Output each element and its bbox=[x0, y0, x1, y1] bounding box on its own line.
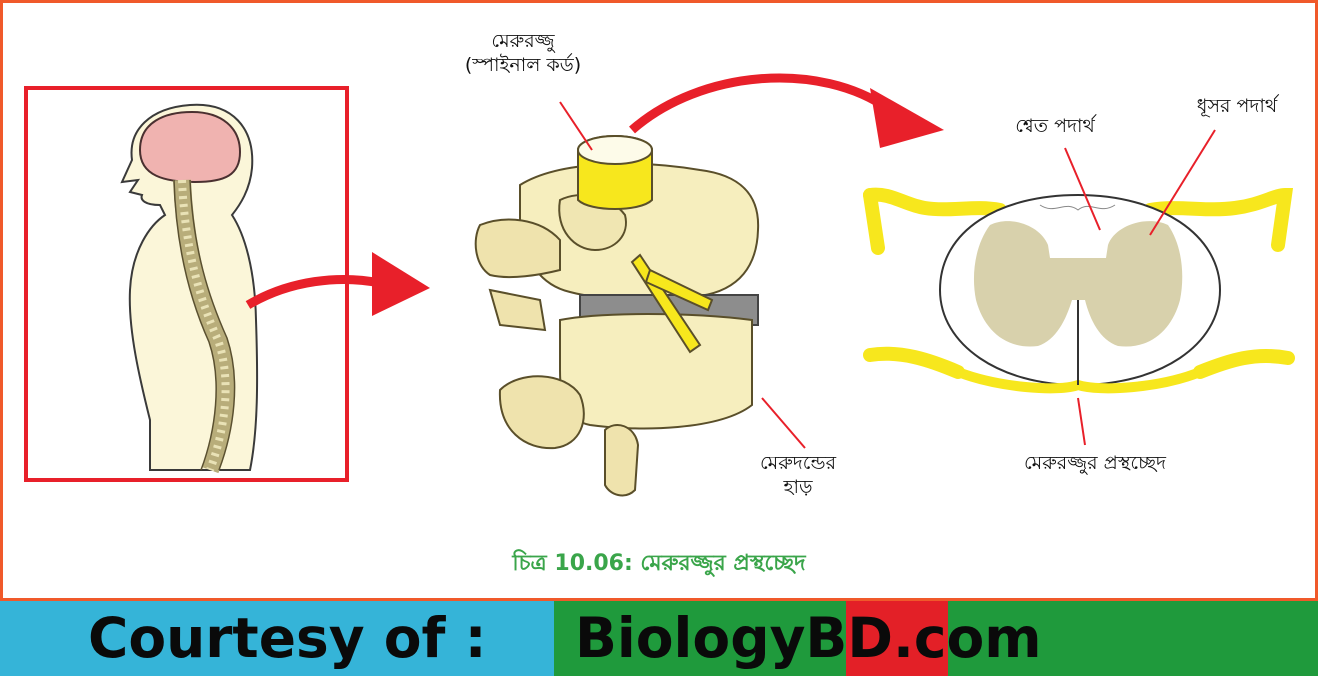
label-spinal-cord-bn: মেরুরজ্জু bbox=[491, 30, 555, 52]
footer-courtesy-text: Courtesy of : bbox=[88, 606, 487, 670]
footer-brand-biology: Biology bbox=[575, 606, 806, 670]
label-spinal-cord-en: (স্পাইনাল কর্ড) bbox=[464, 53, 582, 76]
footer-brand[interactable]: BiologyBD.com bbox=[575, 605, 1042, 671]
label-vertebra-bone-line2: হাড় bbox=[783, 475, 813, 498]
label-spinal-cord: মেরুরজ্জু (স্পাইনাল কর্ড) bbox=[438, 30, 608, 78]
label-white-matter: শ্বেত পদার্থ bbox=[1015, 115, 1095, 137]
arrow-body-to-vertebra bbox=[245, 252, 430, 316]
brain-shape bbox=[138, 110, 242, 184]
footer-left-panel bbox=[0, 601, 554, 676]
spine-outline bbox=[173, 179, 236, 471]
label-vertebra-bone-line1: মেরুদন্ডের bbox=[759, 452, 837, 474]
footer-brand-com: .com bbox=[893, 606, 1042, 670]
cross-section-illustration bbox=[863, 187, 1295, 394]
label-grey-matter: ধূসর পদার্থ bbox=[1196, 95, 1278, 117]
figure-caption: চিত্র 10.06: মেরুরজ্জুর প্রস্থচ্ছেদ bbox=[512, 551, 806, 576]
arrow-vertebra-to-section bbox=[629, 73, 944, 148]
label-cross-section: মেরুরজ্জুর প্রস্থচ্ছেদ bbox=[1023, 452, 1167, 474]
label-vertebra-bone: মেরুদন্ডের হাড় bbox=[728, 452, 868, 500]
footer-banner: Courtesy of : BiologyBD.com bbox=[0, 601, 1318, 676]
footer-red-block bbox=[846, 601, 948, 676]
diagram-art bbox=[120, 73, 1295, 497]
leader-lines bbox=[559, 101, 1216, 449]
human-body-box bbox=[24, 86, 349, 482]
spine-cord-line bbox=[178, 179, 230, 472]
footer-brand-bd: BD bbox=[805, 606, 893, 670]
vertebra-illustration bbox=[474, 135, 760, 497]
